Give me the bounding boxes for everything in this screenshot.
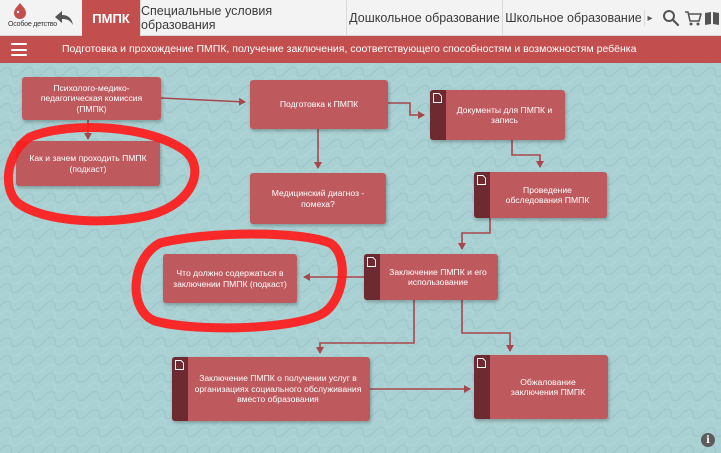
tab-school[interactable]: Школьное образование bbox=[502, 0, 644, 36]
node-social[interactable]: Заключение ПМПК о получении услуг в орга… bbox=[172, 357, 370, 421]
node-pmpk-label: Психолого-медико-педагогическая комиссия… bbox=[40, 82, 143, 114]
node-diagnosis-label: Медицинский диагноз - помеха? bbox=[271, 188, 365, 209]
link-docs-exam bbox=[511, 140, 544, 168]
cart-button[interactable] bbox=[683, 8, 703, 28]
search-button[interactable] bbox=[661, 8, 681, 28]
doc-strip bbox=[474, 355, 490, 419]
doc-strip bbox=[430, 90, 446, 140]
node-prep-label: Подготовка к ПМПК bbox=[279, 99, 359, 110]
hamburger-menu-icon[interactable] bbox=[11, 43, 27, 56]
doc-strip bbox=[364, 254, 380, 300]
link-pmpk-prep bbox=[160, 97, 246, 106]
shopping-cart-icon bbox=[685, 11, 702, 26]
document-icon bbox=[477, 358, 486, 368]
link-conclusion-appeal bbox=[461, 300, 514, 352]
doc-strip bbox=[172, 357, 188, 421]
node-exam[interactable]: Проведение обследования ПМПК bbox=[474, 172, 607, 218]
document-icon bbox=[477, 175, 486, 185]
back-arrow-icon bbox=[55, 11, 73, 25]
info-icon[interactable]: i bbox=[701, 433, 715, 447]
tab-pmpk[interactable]: ПМПК bbox=[82, 0, 140, 36]
link-conclusion-social bbox=[316, 300, 415, 354]
document-icon bbox=[433, 93, 442, 103]
search-icon bbox=[663, 10, 680, 27]
document-icon bbox=[367, 257, 376, 267]
node-podcast-how-label: Как и зачем проходить ПМПК (подкаст) bbox=[29, 153, 147, 174]
node-diagnosis[interactable]: Медицинский диагноз - помеха? bbox=[250, 173, 386, 224]
node-social-label: Заключение ПМПК о получении услуг в орга… bbox=[194, 373, 362, 405]
tabs-scroll-right[interactable]: ▸ bbox=[644, 10, 655, 26]
logo-emblem-icon bbox=[14, 3, 26, 19]
node-podcast-content-label: Что должно содержаться в заключении ПМПК… bbox=[173, 268, 287, 289]
node-podcast-content[interactable]: Что должно содержаться в заключении ПМПК… bbox=[163, 254, 297, 303]
link-exam-conclusion bbox=[458, 218, 491, 250]
node-docs-label: Документы для ПМПК и запись bbox=[456, 104, 553, 126]
book-icon bbox=[705, 12, 719, 25]
logo-text: Особое детство bbox=[8, 21, 57, 28]
library-button[interactable] bbox=[703, 8, 721, 28]
node-podcast-how[interactable]: Как и зачем проходить ПМПК (подкаст) bbox=[16, 141, 160, 186]
map-title: Подготовка и прохождение ПМПК, получение… bbox=[62, 43, 637, 55]
mind-map-canvas[interactable]: Психолого-медико-педагогическая комиссия… bbox=[0, 63, 721, 453]
node-conclusion-label: Заключение ПМПК и его использование bbox=[389, 266, 487, 288]
node-pmpk[interactable]: Психолого-медико-педагогическая комиссия… bbox=[22, 77, 161, 120]
top-navigation-bar: Особое детство ПМПК Специальные условия … bbox=[0, 0, 721, 36]
node-appeal-label: Обжалование заключения ПМПК bbox=[510, 376, 586, 398]
document-icon bbox=[175, 360, 184, 370]
map-header: Подготовка и прохождение ПМПК, получение… bbox=[0, 36, 721, 63]
back-button[interactable] bbox=[52, 6, 76, 30]
node-exam-label: Проведение обследования ПМПК bbox=[505, 184, 590, 206]
logo[interactable]: Особое детство bbox=[6, 2, 57, 34]
node-docs[interactable]: Документы для ПМПК и запись bbox=[430, 90, 565, 140]
link-prep-docs bbox=[388, 102, 425, 119]
doc-strip bbox=[474, 172, 490, 218]
node-conclusion[interactable]: Заключение ПМПК и его использование bbox=[364, 254, 498, 300]
node-appeal[interactable]: Обжалование заключения ПМПК bbox=[474, 355, 608, 419]
node-prep[interactable]: Подготовка к ПМПК bbox=[250, 80, 388, 129]
tab-preschool[interactable]: Дошкольное образование bbox=[346, 0, 502, 36]
tab-special-conditions[interactable]: Специальные условия образования bbox=[140, 0, 346, 36]
